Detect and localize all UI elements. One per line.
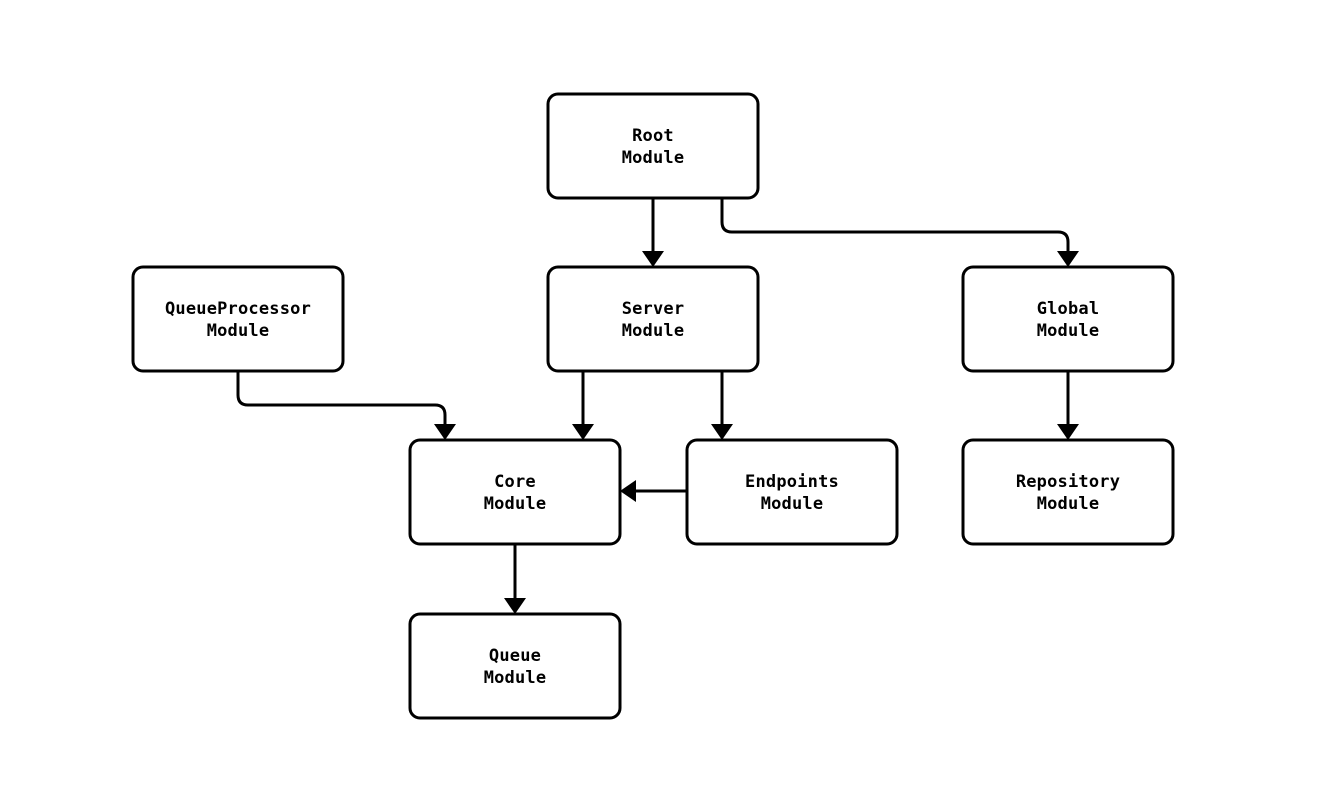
edge-server-to-core-arrowhead bbox=[572, 424, 594, 440]
edge-queueprocessor-to-core bbox=[236, 371, 456, 440]
edge-endpoints-to-core-arrowhead bbox=[620, 480, 636, 502]
edge-global-to-repository-arrowhead bbox=[1057, 424, 1079, 440]
queue-module-node-box[interactable] bbox=[408, 612, 622, 720]
edge-root-to-global-line bbox=[720, 198, 1070, 258]
root-module-node-box[interactable] bbox=[546, 92, 760, 200]
edge-root-to-global bbox=[720, 198, 1079, 267]
endpoints-module-node-box[interactable] bbox=[685, 438, 899, 546]
repository-module-node-box[interactable] bbox=[961, 438, 1175, 546]
server-module-node-box[interactable] bbox=[546, 265, 760, 373]
edge-endpoints-to-core bbox=[620, 480, 687, 502]
edge-queueprocessor-to-core-line bbox=[236, 371, 447, 431]
global-module-node-box[interactable] bbox=[961, 265, 1175, 373]
edge-queueprocessor-to-core-arrowhead bbox=[434, 424, 456, 440]
edge-root-to-server-arrowhead bbox=[642, 251, 664, 267]
edge-global-to-repository bbox=[1057, 371, 1079, 440]
edge-root-to-server bbox=[642, 198, 664, 267]
edges-layer bbox=[236, 198, 1079, 614]
edge-server-to-endpoints bbox=[711, 371, 733, 440]
edge-core-to-queue bbox=[504, 544, 526, 614]
edge-root-to-global-arrowhead bbox=[1057, 251, 1079, 267]
queueprocessor-module-node-box[interactable] bbox=[131, 265, 345, 373]
edge-server-to-endpoints-arrowhead bbox=[711, 424, 733, 440]
edge-core-to-queue-arrowhead bbox=[504, 598, 526, 614]
edge-server-to-core bbox=[572, 371, 594, 440]
core-module-node-box[interactable] bbox=[408, 438, 622, 546]
